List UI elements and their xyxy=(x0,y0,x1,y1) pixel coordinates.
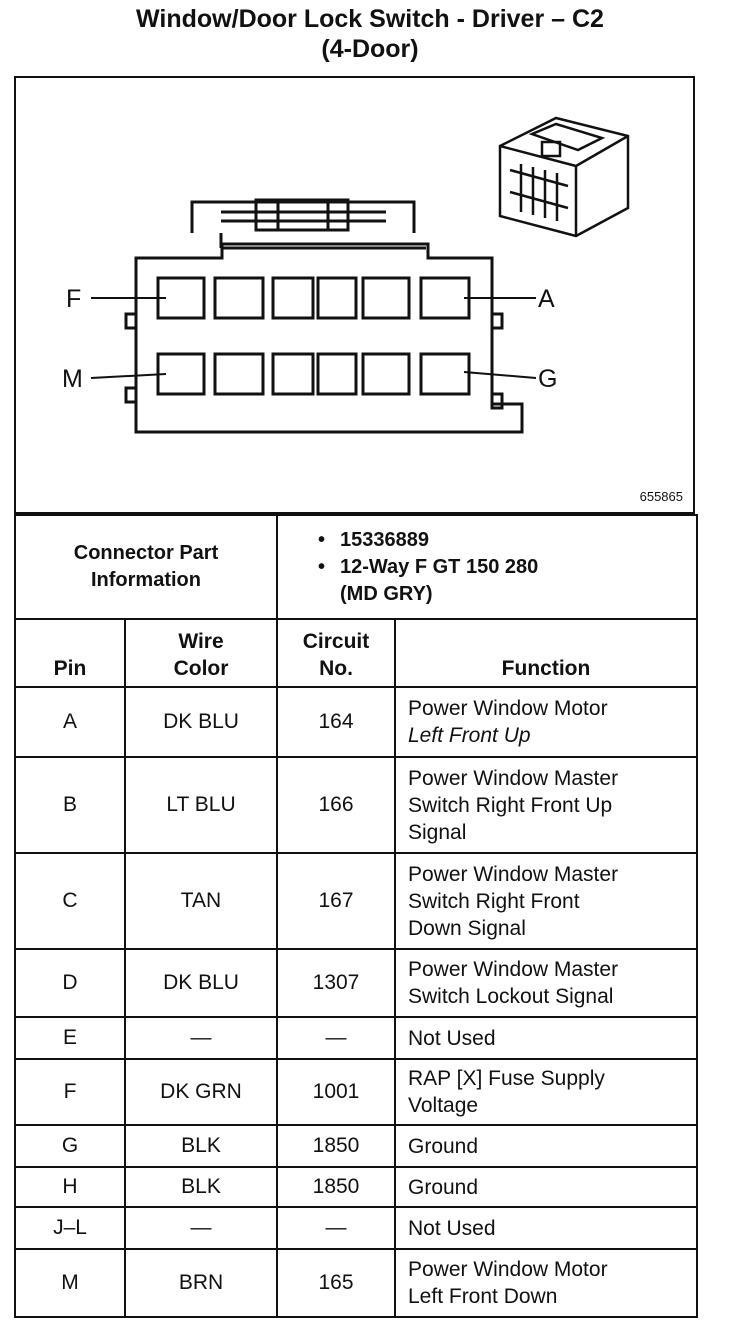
cell-wire-color: DK BLU xyxy=(124,948,278,1018)
cell-circuit: 1307 xyxy=(276,948,396,1018)
header-function: Function xyxy=(394,618,698,688)
connector-3d-sketch xyxy=(498,116,630,238)
connector-body-outline xyxy=(134,242,524,434)
cavity-h xyxy=(361,352,411,396)
cell-pin: J–L xyxy=(14,1206,126,1250)
cell-wire-color: — xyxy=(124,1016,278,1060)
connector-info-values: 15336889 12-Way F GT 150 280 (MD GRY) xyxy=(276,514,698,620)
cell-pin: G xyxy=(14,1124,126,1168)
cell-function: Not Used xyxy=(394,1016,698,1060)
connector-part-number: 15336889 xyxy=(318,527,696,554)
cell-wire-color: BRN xyxy=(124,1248,278,1318)
pin-label-g: G xyxy=(538,365,557,393)
diagram-part-code: 655865 xyxy=(639,489,683,504)
cavity-e xyxy=(213,276,265,320)
table-row: H BLK 1850 Ground xyxy=(14,1166,698,1208)
cell-wire-color: BLK xyxy=(124,1166,278,1208)
title-line-1: Window/Door Lock Switch - Driver – C2 xyxy=(136,5,604,33)
cavity-l xyxy=(213,352,265,396)
cavity-g xyxy=(419,352,471,396)
connector-info-label: Connector Part Information xyxy=(14,514,278,620)
cell-circuit: 1001 xyxy=(276,1058,396,1126)
leader-m xyxy=(90,373,167,379)
cell-circuit: 166 xyxy=(276,756,396,854)
cell-circuit: — xyxy=(276,1206,396,1250)
table-row: E — — Not Used xyxy=(14,1016,698,1060)
pinout-table: Connector Part Information 15336889 12-W… xyxy=(14,514,698,1318)
cell-function: Ground xyxy=(394,1166,698,1208)
cell-pin: F xyxy=(14,1058,126,1126)
cavity-b xyxy=(361,276,411,320)
cell-pin: D xyxy=(14,948,126,1018)
cavity-a xyxy=(419,276,471,320)
header-pin: Pin xyxy=(14,618,126,688)
connector-info-row: Connector Part Information 15336889 12-W… xyxy=(14,514,698,620)
pin-label-a: A xyxy=(538,285,555,313)
latch-tab xyxy=(254,198,350,232)
cavity-j xyxy=(316,352,358,396)
connector-diagram: F A M G 655865 xyxy=(14,76,695,514)
cell-pin: H xyxy=(14,1166,126,1208)
cell-wire-color: BLK xyxy=(124,1124,278,1168)
title-line-2: (4-Door) xyxy=(321,35,419,63)
cell-wire-color: LT BLU xyxy=(124,756,278,854)
cell-circuit: — xyxy=(276,1016,396,1060)
cell-pin: A xyxy=(14,686,126,758)
page-title: Window/Door Lock Switch - Driver – C2 (4… xyxy=(0,4,740,64)
cavity-k xyxy=(271,352,315,396)
connector-description: 12-Way F GT 150 280 (MD GRY) xyxy=(318,554,696,608)
cell-function: Not Used xyxy=(394,1206,698,1250)
cell-wire-color: DK BLU xyxy=(124,686,278,758)
pin-label-m: M xyxy=(62,365,83,393)
leader-g xyxy=(463,371,537,379)
cell-circuit: 1850 xyxy=(276,1166,396,1208)
cell-pin: E xyxy=(14,1016,126,1060)
cell-circuit: 165 xyxy=(276,1248,396,1318)
connector-latch-outline xyxy=(190,200,416,233)
cell-circuit: 167 xyxy=(276,852,396,950)
cell-pin: C xyxy=(14,852,126,950)
cell-pin: B xyxy=(14,756,126,854)
cell-circuit: 164 xyxy=(276,686,396,758)
table-row: G BLK 1850 Ground xyxy=(14,1124,698,1168)
cell-wire-color: DK GRN xyxy=(124,1058,278,1126)
pin-label-f: F xyxy=(66,285,81,313)
cavity-c xyxy=(316,276,358,320)
cavity-d xyxy=(271,276,315,320)
cell-wire-color: TAN xyxy=(124,852,278,950)
cell-wire-color: — xyxy=(124,1206,278,1250)
cell-circuit: 1850 xyxy=(276,1124,396,1168)
cell-pin: M xyxy=(14,1248,126,1318)
cell-function: Ground xyxy=(394,1124,698,1168)
table-row: J–L — — Not Used xyxy=(14,1206,698,1250)
connector-face-drawing: F A M G xyxy=(62,116,630,434)
